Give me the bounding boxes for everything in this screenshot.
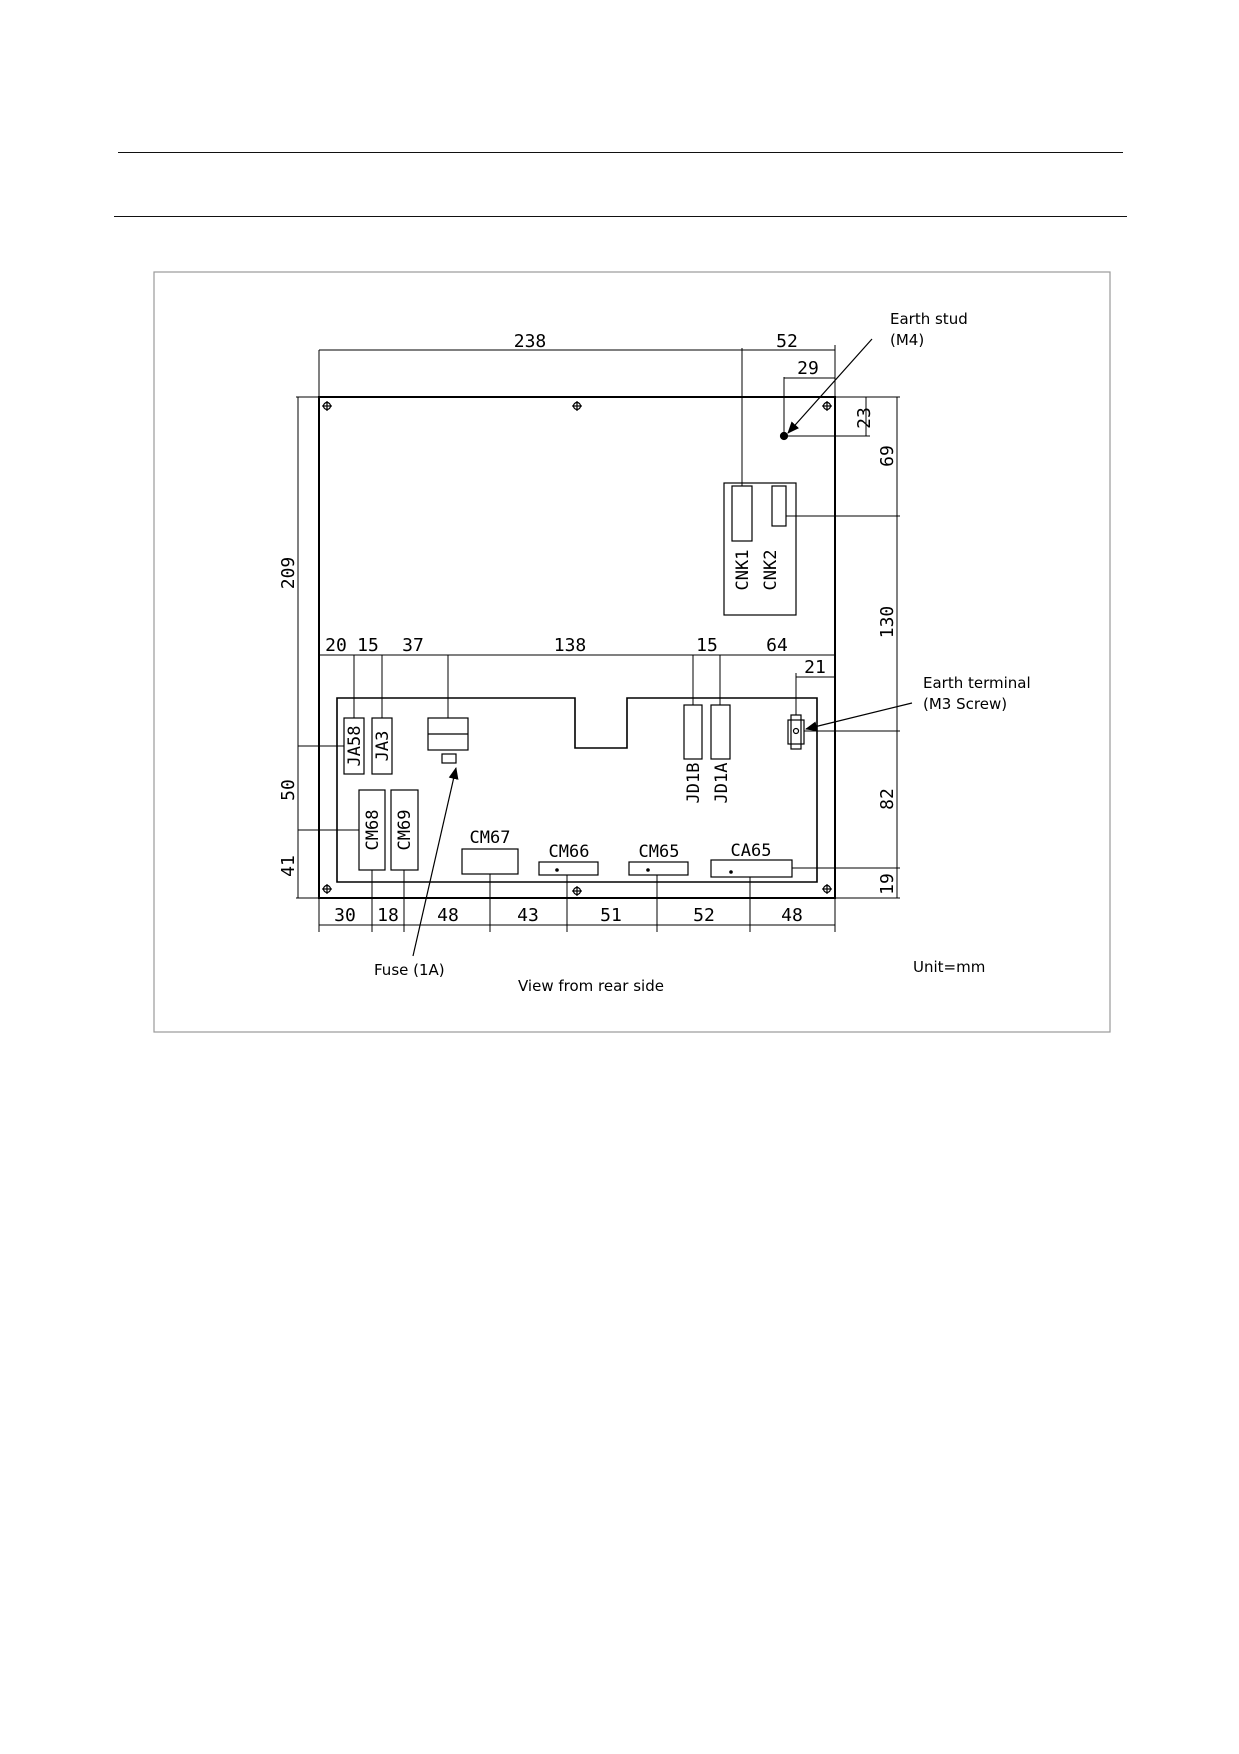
fuse-holder	[427, 717, 469, 764]
earth-stud-leader	[787, 338, 873, 434]
dim-41: 41	[278, 855, 299, 877]
fuse-leader	[412, 767, 459, 957]
dim-209: 209	[278, 557, 299, 590]
jd1b-connector	[683, 704, 703, 760]
dim-48-right: 48	[781, 905, 803, 926]
header-rule-top	[118, 152, 1123, 153]
label-cm68: CM68	[363, 810, 383, 851]
dim-64: 64	[766, 635, 788, 656]
unit-note: Unit=mm	[913, 958, 985, 976]
connector-labels: CNK1 CNK2 JA58 JA3 JD1B JD1A CM68 CM69 C…	[345, 550, 781, 862]
dim-69: 69	[877, 445, 898, 467]
dim-19: 19	[877, 873, 898, 895]
figure-frame	[153, 271, 1111, 1033]
label-cnk1: CNK1	[733, 550, 753, 591]
label-cm67: CM67	[470, 828, 511, 848]
dim-20: 20	[325, 635, 347, 656]
cnk1-connector	[731, 485, 753, 542]
dim-30: 30	[334, 905, 356, 926]
label-ja3: JA3	[373, 731, 393, 762]
dim-15-right: 15	[696, 635, 718, 656]
earth-terminal-label: Earth terminal	[923, 674, 1031, 692]
label-cnk2: CNK2	[761, 550, 781, 591]
dim-29: 29	[797, 358, 819, 379]
fuse-label: Fuse (1A)	[374, 961, 445, 979]
dim-37: 37	[402, 635, 424, 656]
connector-key-marks	[555, 868, 733, 874]
label-cm65: CM65	[639, 842, 680, 862]
label-cm69: CM69	[395, 810, 415, 851]
dim-52-bottom: 52	[693, 905, 715, 926]
dim-43: 43	[517, 905, 539, 926]
label-ca65: CA65	[731, 841, 772, 861]
dim-130: 130	[877, 606, 898, 639]
cm67-connector	[461, 848, 519, 875]
label-ja58: JA58	[345, 726, 365, 767]
dim-48-left: 48	[437, 905, 459, 926]
cm66-connector	[538, 861, 599, 876]
cm65-connector	[628, 861, 689, 876]
dim-52-top: 52	[776, 331, 798, 352]
cnk2-connector	[771, 485, 787, 527]
earth-stud-size: (M4)	[890, 331, 924, 349]
dimension-values: 238 52 29 23 69 130 82 19 209 50 41 20 1…	[278, 331, 898, 926]
label-jd1b: JD1B	[684, 763, 704, 804]
mounting-holes	[322, 401, 832, 896]
dim-23: 23	[854, 407, 875, 429]
ca65-connector	[710, 859, 793, 878]
label-jd1a: JD1A	[712, 763, 732, 804]
earth-stud-label: Earth stud	[890, 310, 968, 328]
label-cm66: CM66	[549, 842, 590, 862]
dim-15-left: 15	[357, 635, 379, 656]
unit-outline	[318, 396, 836, 899]
pcb-outline	[336, 697, 818, 883]
view-caption: View from rear side	[518, 977, 664, 995]
dimension-lines	[296, 345, 900, 932]
dim-51: 51	[600, 905, 622, 926]
dim-82: 82	[877, 788, 898, 810]
dim-18: 18	[377, 905, 399, 926]
dim-50: 50	[278, 779, 299, 801]
earth-terminal-leader	[805, 702, 913, 732]
notes: Earth stud (M4) Earth terminal (M3 Screw…	[374, 310, 1031, 995]
cnk-panel	[723, 482, 797, 616]
dim-238: 238	[514, 331, 547, 352]
earth-terminal	[787, 714, 805, 750]
header-rule-bottom	[114, 216, 1127, 217]
dim-21: 21	[804, 657, 826, 678]
dim-138: 138	[554, 635, 587, 656]
jd1a-connector	[710, 704, 731, 760]
earth-terminal-size: (M3 Screw)	[923, 695, 1007, 713]
